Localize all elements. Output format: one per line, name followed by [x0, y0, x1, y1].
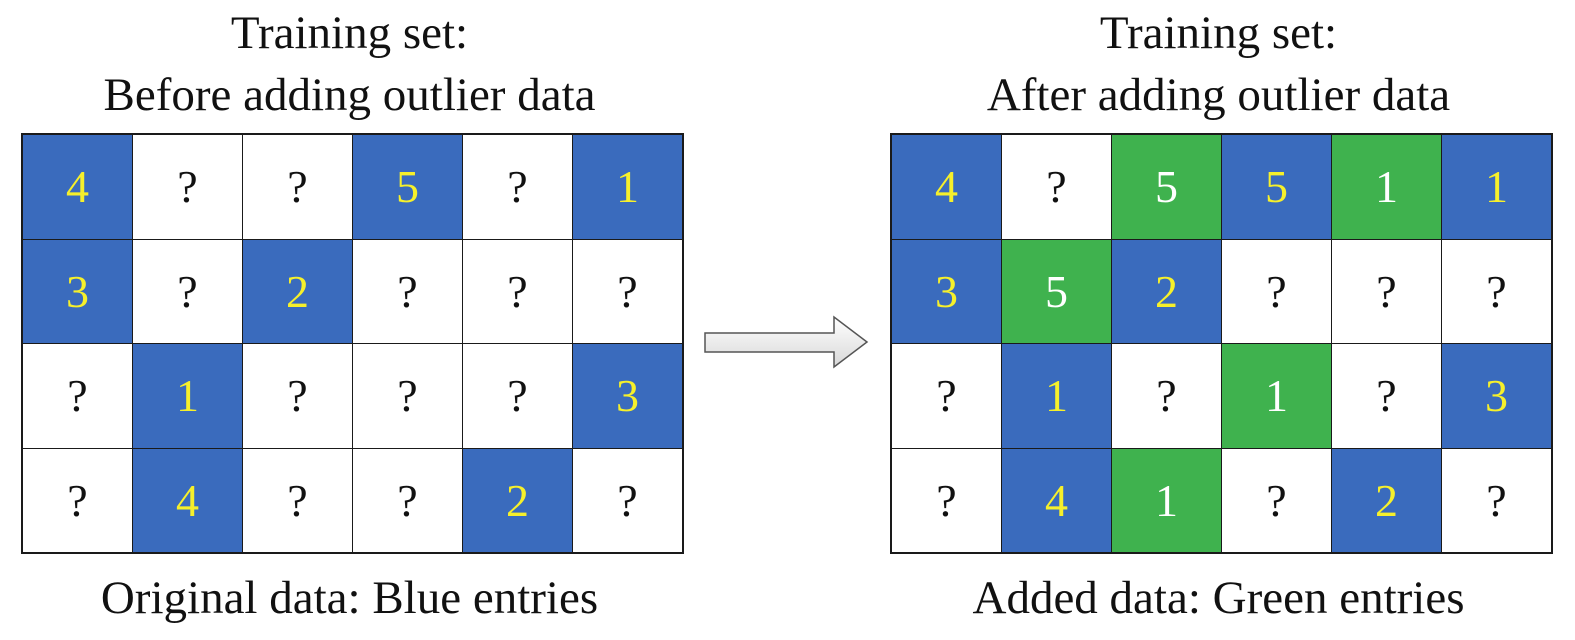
left-title-line1: Training set:	[230, 7, 469, 59]
right-cell-r4c4: ?	[1222, 448, 1331, 552]
left-title: Training set: Before adding outlier data	[22, 2, 677, 126]
left-cell-r2c4: ?	[353, 239, 462, 343]
left-cell-r4c2: 4	[133, 448, 242, 552]
left-cell-r4c1: ?	[23, 448, 132, 552]
right-cell-r2c6: ?	[1442, 239, 1551, 343]
left-cell-r3c6: 3	[573, 344, 682, 448]
right-cell-r1c6: 1	[1442, 135, 1551, 239]
right-cell-r2c3: 2	[1112, 239, 1221, 343]
right-cell-r4c5: 2	[1332, 448, 1441, 552]
left-cell-r2c1: 3	[23, 239, 132, 343]
left-cell-r1c4: 5	[353, 135, 462, 239]
right-cell-r2c1: 3	[892, 239, 1001, 343]
right-cell-r4c3: 1	[1112, 448, 1221, 552]
left-cell-r1c5: ?	[463, 135, 572, 239]
left-cell-r1c3: ?	[243, 135, 352, 239]
right-cell-r3c4: 1	[1222, 344, 1331, 448]
left-cell-r3c1: ?	[23, 344, 132, 448]
left-cell-r1c6: 1	[573, 135, 682, 239]
left-cell-r4c3: ?	[243, 448, 352, 552]
left-cell-r2c3: 2	[243, 239, 352, 343]
right-title-line2: After adding outlier data	[986, 69, 1451, 121]
left-cell-r4c6: ?	[573, 448, 682, 552]
right-cell-r1c5: 1	[1332, 135, 1441, 239]
left-cell-r3c4: ?	[353, 344, 462, 448]
right-cell-r1c4: 5	[1222, 135, 1331, 239]
left-cell-r3c5: ?	[463, 344, 572, 448]
left-caption: Original data: Blue entries	[100, 572, 599, 624]
left-title-line2: Before adding outlier data	[103, 69, 596, 121]
right-cell-r1c1: 4	[892, 135, 1001, 239]
right-arrow-icon	[704, 315, 869, 369]
right-cell-r2c2: 5	[1002, 239, 1111, 343]
right-cell-r3c1: ?	[892, 344, 1001, 448]
left-cell-r1c2: ?	[133, 135, 242, 239]
right-cell-r1c2: ?	[1002, 135, 1111, 239]
right-cell-r2c5: ?	[1332, 239, 1441, 343]
left-cell-r3c2: 1	[133, 344, 242, 448]
left-cell-r3c3: ?	[243, 344, 352, 448]
right-cell-r2c4: ?	[1222, 239, 1331, 343]
left-cell-r4c5: 2	[463, 448, 572, 552]
left-cell-r2c5: ?	[463, 239, 572, 343]
left-cell-r2c2: ?	[133, 239, 242, 343]
right-cell-r1c3: 5	[1112, 135, 1221, 239]
right-caption: Added data: Green entries	[972, 572, 1465, 624]
left-cell-r1c1: 4	[23, 135, 132, 239]
right-cell-r4c1: ?	[892, 448, 1001, 552]
left-cell-r4c4: ?	[353, 448, 462, 552]
right-cell-r3c6: 3	[1442, 344, 1551, 448]
right-title-line1: Training set:	[1099, 7, 1338, 59]
right-title: Training set: After adding outlier data	[891, 2, 1546, 126]
right-cell-r3c2: 1	[1002, 344, 1111, 448]
right-cell-r4c2: 4	[1002, 448, 1111, 552]
left-cell-r2c6: ?	[573, 239, 682, 343]
right-cell-r4c6: ?	[1442, 448, 1551, 552]
right-cell-r3c5: ?	[1332, 344, 1441, 448]
right-cell-r3c3: ?	[1112, 344, 1221, 448]
